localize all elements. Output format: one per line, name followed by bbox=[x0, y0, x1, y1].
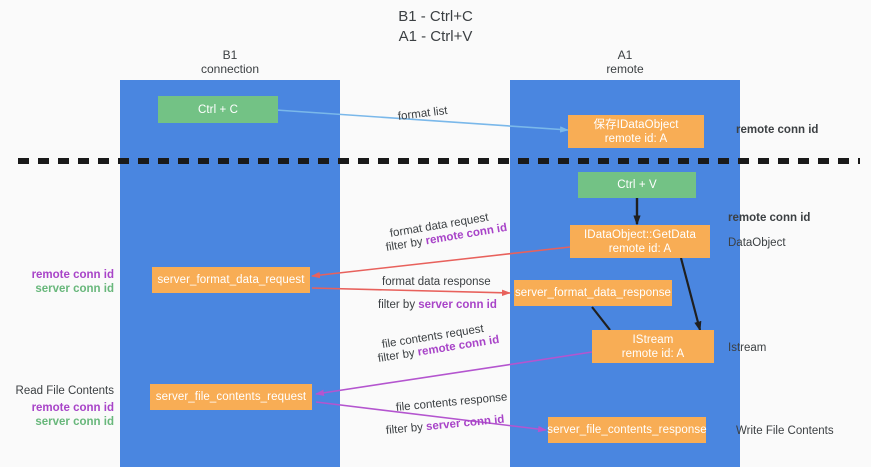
arrow-format-data-response bbox=[311, 287, 511, 296]
annotation-left-server-conn-id-2: server conn id bbox=[35, 416, 114, 428]
annotation-left-remote-conn-id-1: remote conn id bbox=[31, 269, 114, 281]
node-istream[interactable]: IStream remote id: A bbox=[592, 330, 714, 363]
annotation-left-remote-conn-id-2: remote conn id bbox=[31, 402, 114, 414]
node-server-format-data-response-label: server_format_data_response bbox=[514, 287, 672, 299]
edge-label-format-data-response: format data response bbox=[382, 276, 491, 288]
edge-label-format-data-response-filter: filter by server conn id bbox=[378, 298, 497, 312]
arrow-response-to-istream bbox=[591, 306, 611, 331]
arrow-getdata-to-istream bbox=[679, 257, 702, 332]
node-server-file-contents-response[interactable]: server_file_contents_response bbox=[547, 417, 707, 443]
node-server-file-contents-request-label: server_file_contents_request bbox=[155, 391, 307, 403]
node-idataobject-getdata-label: IDataObject::GetData bbox=[584, 228, 696, 241]
title-line-2: A1 - Ctrl+V bbox=[398, 28, 473, 45]
node-idataobject-getdata[interactable]: IDataObject::GetData remote id: A bbox=[570, 225, 710, 258]
annotation-left-conn-id-group-2: remote conn id server conn id bbox=[0, 401, 114, 429]
column-header-b1-name: B1 bbox=[222, 48, 238, 62]
annotation-right-write-file-contents: Write File Contents bbox=[736, 425, 834, 437]
arrow-file-contents-request bbox=[315, 351, 593, 396]
node-server-format-data-request[interactable]: server_format_data_request bbox=[152, 267, 310, 293]
annotation-left-read-file-contents: Read File Contents bbox=[15, 385, 114, 397]
node-ctrl-v[interactable]: Ctrl + V bbox=[578, 172, 696, 198]
annotation-right-dataobject: DataObject bbox=[728, 237, 786, 249]
column-header-a1-role: remote bbox=[606, 62, 644, 76]
arrow-format-data-request bbox=[311, 246, 571, 279]
node-save-idataobject-label: 保存IDataObject bbox=[593, 118, 679, 131]
node-save-idataobject-sub: remote id: A bbox=[604, 132, 668, 145]
column-header-b1: B1 connection bbox=[120, 48, 340, 76]
arrow-file-contents-response bbox=[315, 401, 547, 433]
node-ctrl-c-label: Ctrl + C bbox=[197, 103, 239, 116]
node-server-format-data-response[interactable]: server_format_data_response bbox=[514, 280, 672, 306]
node-server-file-contents-request[interactable]: server_file_contents_request bbox=[150, 384, 312, 410]
annotation-left-conn-id-group-1: remote conn id server conn id bbox=[0, 268, 114, 296]
title-line-1: B1 - Ctrl+C bbox=[398, 8, 473, 25]
filter-prefix: filter by bbox=[385, 421, 427, 437]
annotation-right-istream: Istream bbox=[728, 342, 767, 354]
node-save-idataobject[interactable]: 保存IDataObject remote id: A bbox=[568, 115, 704, 148]
annotation-right-remote-conn-id-mid: remote conn id bbox=[728, 212, 811, 224]
node-istream-sub: remote id: A bbox=[621, 347, 685, 360]
node-ctrl-v-label: Ctrl + V bbox=[617, 179, 657, 191]
column-header-b1-role: connection bbox=[200, 62, 260, 76]
diagram-title: B1 - Ctrl+C A1 - Ctrl+V bbox=[0, 7, 871, 47]
annotation-right-remote-conn-id-top: remote conn id bbox=[736, 124, 819, 136]
annotation-left-server-conn-id-1: server conn id bbox=[35, 283, 114, 295]
column-header-a1: A1 remote bbox=[510, 48, 740, 76]
node-istream-label: IStream bbox=[632, 333, 674, 346]
filter-key-server-conn-id: server conn id bbox=[418, 299, 497, 311]
arrow-format-list bbox=[275, 109, 569, 133]
filter-prefix: filter by bbox=[378, 299, 419, 311]
node-idataobject-getdata-sub: remote id: A bbox=[608, 242, 672, 255]
column-header-a1-name: A1 bbox=[617, 48, 633, 62]
node-server-file-contents-response-label: server_file_contents_response bbox=[547, 424, 707, 436]
node-server-format-data-request-label: server_format_data_request bbox=[157, 274, 305, 286]
node-ctrl-c[interactable]: Ctrl + C bbox=[158, 96, 278, 123]
